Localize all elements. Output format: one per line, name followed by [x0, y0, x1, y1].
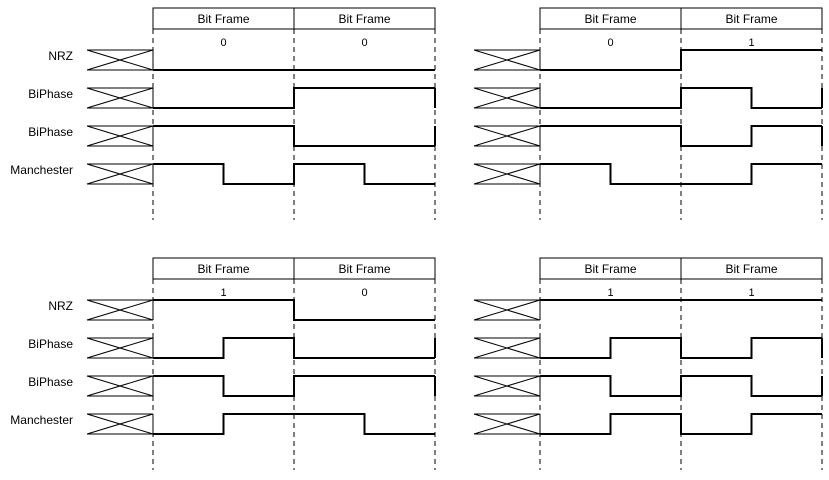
bit-value: 0: [220, 37, 226, 49]
nrz-label: NRZ: [48, 299, 73, 313]
biphase-1-waveform: [153, 337, 436, 359]
biphase-1-waveform: [153, 87, 436, 109]
dont-care-block: [473, 375, 541, 397]
bit-value: 1: [748, 287, 754, 299]
panel-4: Bit Frame 1 Bit Frame 1: [473, 257, 823, 470]
bit-frame-label: Bit Frame: [584, 262, 636, 276]
dont-care-block: [473, 299, 541, 321]
dont-care-block: [473, 413, 541, 435]
dont-care-block: [473, 49, 541, 71]
biphase-1-waveform: [540, 87, 823, 109]
bit-value: 0: [361, 37, 367, 49]
bit-value: 1: [748, 37, 754, 49]
dont-care-block: [86, 49, 154, 71]
panel-2: Bit Frame 0 Bit Frame 1: [473, 7, 823, 220]
bit-value: 1: [220, 287, 226, 299]
biphase-1-label: BiPhase: [28, 337, 73, 351]
dont-care-block: [86, 87, 154, 109]
nrz-label: NRZ: [48, 49, 73, 63]
manchester-label: Manchester: [10, 413, 73, 427]
bit-frame-label: Bit Frame: [338, 12, 390, 26]
bit-frame-label: Bit Frame: [584, 12, 636, 26]
dont-care-block: [86, 337, 154, 359]
biphase-2-waveform: [540, 125, 823, 147]
biphase-1-waveform: [540, 337, 823, 359]
bit-frame-label: Bit Frame: [197, 262, 249, 276]
biphase-2-label: BiPhase: [28, 375, 73, 389]
biphase-2-label: BiPhase: [28, 125, 73, 139]
dont-care-block: [86, 375, 154, 397]
dont-care-block: [86, 163, 154, 185]
bit-frame-label: Bit Frame: [197, 12, 249, 26]
bit-frame-label: Bit Frame: [338, 262, 390, 276]
manchester-waveform: [153, 163, 435, 185]
bit-frame-label: Bit Frame: [725, 12, 777, 26]
dont-care-block: [473, 87, 541, 109]
manchester-label: Manchester: [10, 163, 73, 177]
dont-care-block: [473, 163, 541, 185]
manchester-waveform: [540, 163, 822, 185]
nrz-waveform: [153, 299, 435, 321]
biphase-2-waveform: [153, 125, 436, 147]
biphase-1-label: BiPhase: [28, 87, 73, 101]
bit-value: 1: [607, 287, 613, 299]
bit-value: 0: [361, 287, 367, 299]
dont-care-block: [86, 125, 154, 147]
bit-value: 0: [607, 37, 613, 49]
manchester-waveform: [540, 413, 822, 435]
dont-care-block: [473, 125, 541, 147]
nrz-waveform: [540, 49, 822, 71]
dont-care-block: [86, 299, 154, 321]
manchester-waveform: [153, 413, 435, 435]
biphase-2-waveform: [540, 375, 823, 397]
dont-care-block: [473, 337, 541, 359]
bit-frame-label: Bit Frame: [725, 262, 777, 276]
dont-care-block: [86, 413, 154, 435]
biphase-2-waveform: [153, 375, 436, 397]
